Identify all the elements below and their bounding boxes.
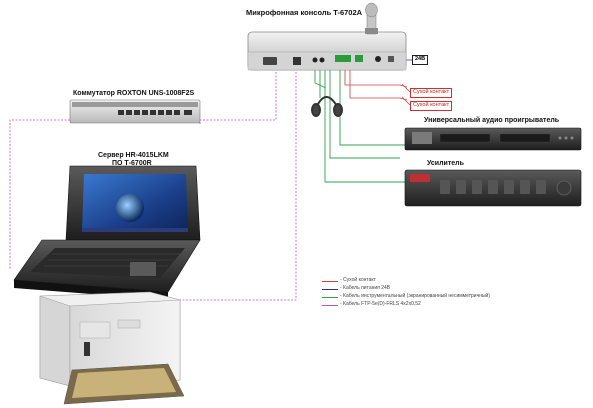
dry-contact-box-1: Сухой контакт (410, 88, 453, 98)
console-label: Микрофонная консоль T-6702A (246, 8, 363, 17)
amplifier-label: Усилитель (427, 160, 464, 167)
network-switch-device (69, 99, 201, 124)
legend-swatch-audio (322, 297, 338, 298)
dry-contact-box-2: Сухой контакт (410, 101, 453, 111)
server-case-device (39, 291, 185, 405)
audio-cables (314, 65, 405, 183)
switch-label: Коммутатор ROXTON UNS-1008F2S (73, 90, 195, 97)
dry-contact-cables (344, 68, 411, 106)
voltage-label: 24В (412, 55, 429, 65)
kvm-console-device (13, 165, 201, 300)
legend-text-power: - Кабель питания 24В (340, 285, 391, 291)
microphone-console-device (247, 2, 407, 71)
server-label-line2: ПО Т-6700R (112, 160, 152, 167)
amplifier-device (404, 169, 582, 207)
legend-text-ftp: - Кабель FTP-5e(D)-FRLS 4x2x0,52 (340, 301, 421, 307)
legend-text-dry: - Сухой контакт (340, 277, 376, 283)
server-label-line1: Сервер HR-4015LKM (98, 152, 169, 159)
legend-swatch-ftp (322, 305, 338, 306)
headphones-icon (311, 96, 343, 117)
legend-swatch-dry (322, 281, 338, 282)
audio-player-device (404, 127, 582, 151)
player-label: Универсальный аудио проигрыватель (424, 117, 560, 124)
legend-text-audio: - Кабель инструментальный (экранированны… (340, 293, 491, 299)
legend-swatch-power (322, 289, 338, 290)
